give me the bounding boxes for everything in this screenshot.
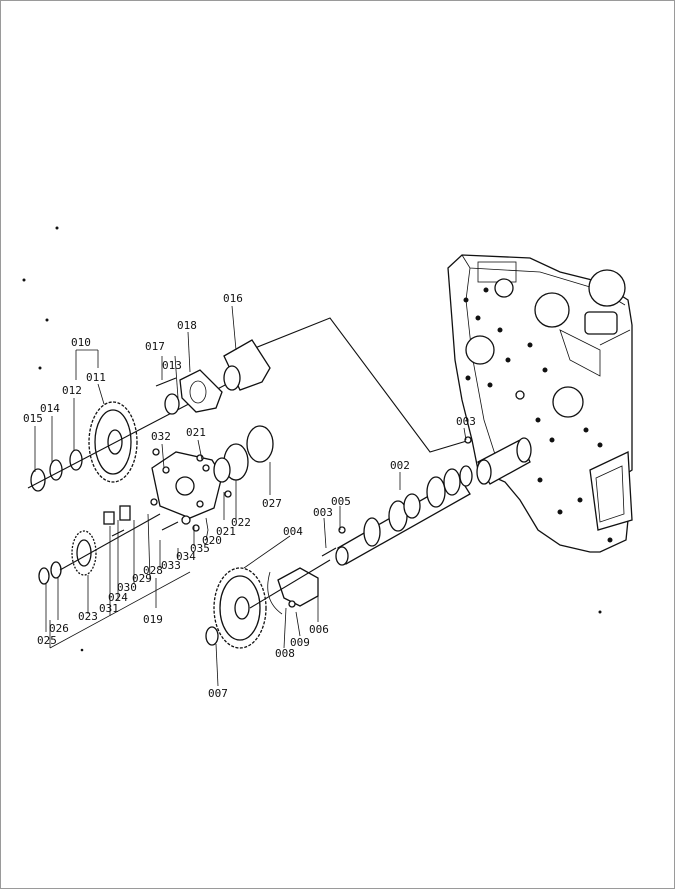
callout-014: 014 [40, 402, 60, 415]
callout-029: 029 [132, 572, 152, 585]
callout-009: 009 [290, 636, 310, 649]
callout-002: 002 [390, 459, 410, 472]
callout-034: 034 [176, 550, 196, 563]
scan-specks [22, 226, 602, 652]
callout-004: 004 [283, 525, 303, 538]
assembly-leader-016 [249, 317, 471, 453]
callout-024: 024 [108, 591, 128, 604]
callout-015: 015 [23, 412, 43, 425]
callout-033: 033 [161, 559, 181, 572]
callout-006: 006 [309, 623, 329, 636]
callout-026: 026 [49, 622, 69, 635]
callout-010: 010 [71, 336, 91, 349]
callout-003-bottom: 003 [313, 506, 333, 519]
callout-016: 016 [223, 292, 243, 305]
engine-block [447, 254, 633, 553]
callout-022: 022 [231, 516, 251, 529]
callout-011: 011 [86, 371, 106, 384]
callout-032: 032 [151, 430, 171, 443]
callout-031: 031 [99, 602, 119, 615]
callout-008: 008 [275, 647, 295, 660]
cam-gear [205, 559, 331, 649]
callout-019: 019 [143, 613, 163, 626]
callout-018: 018 [177, 319, 197, 332]
callout-035: 035 [190, 542, 210, 555]
callout-030: 030 [117, 581, 137, 594]
leader-lines [34, 305, 467, 687]
callout-025: 025 [37, 634, 57, 647]
callout-021-top: 021 [186, 426, 206, 439]
callout-028: 028 [143, 564, 163, 577]
callout-023: 023 [78, 610, 98, 623]
callout-labels: 010 011 012 013 014 015 016 017 018 032 … [23, 292, 476, 700]
callout-003-top: 003 [456, 415, 476, 428]
callout-012: 012 [62, 384, 82, 397]
callout-005: 005 [331, 495, 351, 508]
camshaft [335, 465, 473, 566]
callout-020: 020 [202, 534, 222, 547]
callout-013: 013 [162, 359, 182, 372]
callout-017: 017 [145, 340, 165, 353]
callout-007: 007 [208, 687, 228, 700]
callout-027: 027 [262, 497, 282, 510]
callout-021-bottom: 021 [216, 525, 236, 538]
